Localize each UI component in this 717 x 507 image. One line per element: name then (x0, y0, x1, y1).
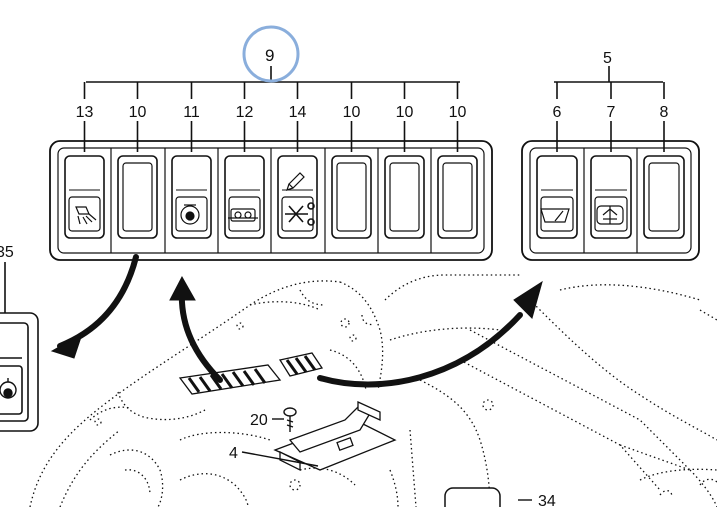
right-bank-switch-3[interactable] (636, 148, 685, 253)
callout-highlight-circle (242, 25, 300, 83)
callout-5: 5 (603, 50, 612, 67)
callout-4: 4 (229, 445, 238, 462)
left-bank-callout-2: 10 (129, 104, 147, 121)
left-bank-callout-8: 10 (449, 104, 467, 121)
right-bank-callout-2: 7 (607, 104, 616, 121)
curved-arrows (50, 254, 543, 388)
left-bank-callout-6: 10 (343, 104, 361, 121)
left-bank-switch-8[interactable] (430, 148, 478, 253)
part-leader-lines (241, 418, 532, 501)
callout-20: 20 (250, 412, 268, 429)
callout-35: 35 (0, 244, 14, 261)
right-bank-callouts: 6 7 8 (553, 104, 669, 121)
callout-drop-lines (83, 82, 665, 152)
right-bank-switch-1[interactable] (536, 155, 578, 239)
engine-icon (180, 204, 200, 225)
left-bank-callouts: 13 10 11 12 14 10 10 10 (76, 104, 467, 121)
left-bank-callout-4: 12 (236, 104, 254, 121)
left-bank-switch-6[interactable] (324, 148, 372, 253)
dashboard-icon (228, 208, 258, 222)
cab-outline (29, 274, 717, 507)
left-bank-switch-2[interactable] (110, 148, 158, 253)
right-bank-callout-1: 6 (553, 104, 562, 121)
left-bank-callout-5: 14 (289, 104, 307, 121)
side-switch-panel (0, 312, 39, 432)
right-switch-row (536, 148, 685, 253)
work-light-icon (75, 206, 97, 225)
left-bank-callout-7: 10 (396, 104, 414, 121)
console-switch-grille (178, 352, 324, 395)
right-bank-callout-3: 8 (660, 104, 669, 121)
right-bank-switch-2[interactable] (583, 148, 632, 253)
left-bank-switch-5[interactable] (270, 148, 318, 253)
screw (283, 407, 297, 432)
windshield-wiper-icon (540, 208, 570, 223)
left-switch-row (64, 148, 478, 253)
part-34-outline (444, 487, 501, 507)
callout-9: 9 (265, 46, 274, 65)
left-bank-switch-7[interactable] (377, 148, 425, 253)
left-bank-callout-1: 13 (76, 104, 94, 121)
rear-window-wiper-icon (596, 205, 624, 225)
left-bank-switch-1[interactable] (64, 155, 105, 239)
cutter-icon (285, 202, 315, 226)
callout-34: 34 (538, 493, 556, 507)
left-bank-callout-3: 11 (183, 104, 200, 121)
beacon-icon (0, 378, 17, 399)
pencil-icon (286, 172, 305, 191)
